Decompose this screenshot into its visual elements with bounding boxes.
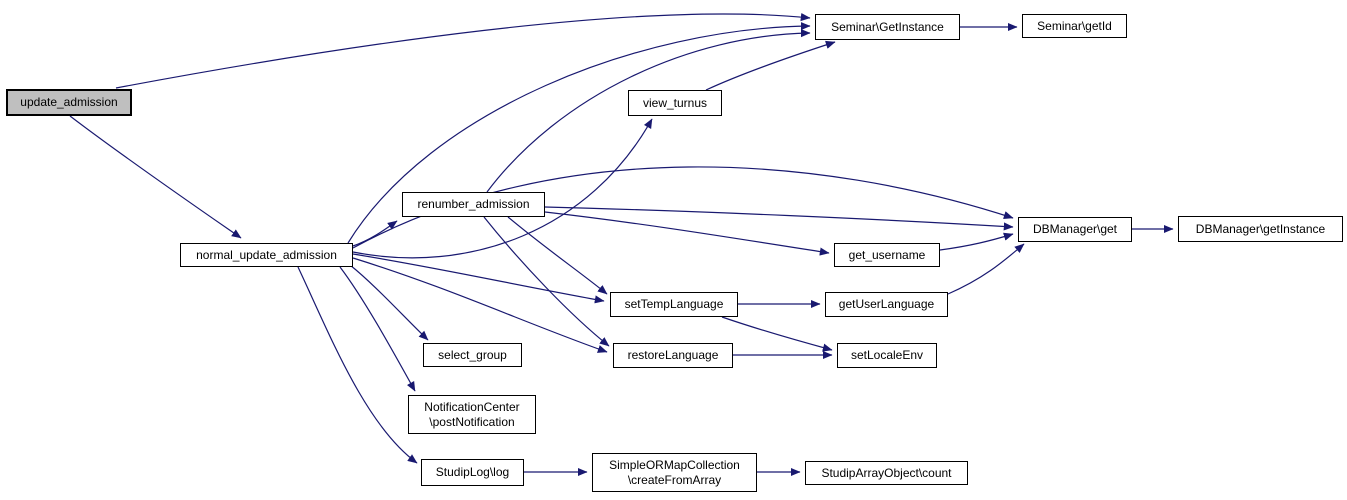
node-dbmanager_get[interactable]: DBManager\get (1018, 217, 1132, 242)
node-settemplanguage[interactable]: setTempLanguage (610, 292, 738, 317)
edge-normal_update_admission-to-renumber_admission (352, 220, 398, 247)
node-select_group[interactable]: select_group (423, 343, 522, 367)
node-notificationcenter_postnotification[interactable]: NotificationCenter \postNotification (408, 395, 536, 434)
node-seminar_getinstance[interactable]: Seminar\GetInstance (815, 14, 960, 40)
edge-view_turnus-to-seminar_getinstance (705, 40, 836, 91)
node-studiparrayobject_count[interactable]: StudipArrayObject\count (805, 461, 968, 485)
edge-getuserlanguage-to-dbmanager_get (947, 243, 1025, 295)
node-dbmanager_getinstance[interactable]: DBManager\getInstance (1178, 216, 1343, 242)
edge-normal_update_admission-to-notificationcenter_postnotification (339, 266, 416, 392)
edge-renumber_admission-to-restorelanguage (483, 216, 610, 347)
node-normal_update_admission[interactable]: normal_update_admission (180, 243, 353, 267)
node-simpleormapcollection_createfromarray[interactable]: SimpleORMapCollection \createFromArray (592, 453, 757, 492)
edge-renumber_admission-to-get_username (544, 211, 830, 256)
node-setlocaleenv[interactable]: setLocaleEnv (837, 343, 937, 368)
edge-normal_update_admission-to-view_turnus (352, 118, 653, 259)
node-renumber_admission[interactable]: renumber_admission (402, 192, 545, 217)
node-update_admission[interactable]: update_admission (6, 89, 132, 116)
edge-get_username-to-dbmanager_get (939, 232, 1014, 251)
edge-renumber_admission-to-seminar_getinstance (486, 29, 811, 193)
edge-normal_update_admission-to-restorelanguage (352, 257, 608, 353)
node-getuserlanguage[interactable]: getUserLanguage (825, 292, 948, 317)
node-get_username[interactable]: get_username (834, 243, 940, 267)
edge-normal_update_admission-to-settemplanguage (352, 253, 605, 304)
edge-settemplanguage-to-setlocaleenv (721, 316, 833, 352)
edge-normal_update_admission-to-select_group (349, 264, 429, 341)
node-view_turnus[interactable]: view_turnus (628, 90, 722, 116)
edge-update_admission-to-normal_update_admission (69, 115, 242, 239)
edge-renumber_admission-to-settemplanguage (507, 216, 608, 295)
node-restorelanguage[interactable]: restoreLanguage (613, 343, 733, 368)
edge-normal_update_admission-to-studiplog_log (297, 266, 418, 464)
node-studiplog_log[interactable]: StudipLog\log (421, 459, 524, 486)
edge-renumber_admission-to-dbmanager_get (544, 206, 1014, 231)
edge-update_admission-to-seminar_getinstance (115, 12, 811, 89)
node-seminar_getid[interactable]: Seminar\getId (1022, 14, 1127, 38)
edge-normal_update_admission-to-seminar_getinstance (347, 22, 811, 244)
